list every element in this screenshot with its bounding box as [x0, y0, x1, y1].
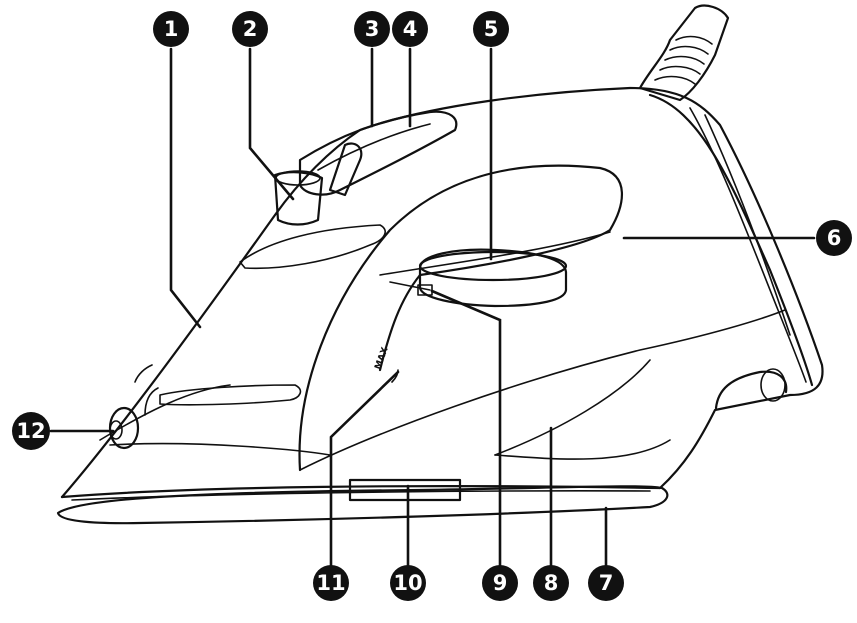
callout-badge-1: 1 [153, 11, 189, 47]
svg-text:8: 8 [544, 571, 559, 595]
callout-badge-3: 3 [354, 11, 390, 47]
svg-text:3: 3 [365, 17, 380, 41]
iron-body [62, 88, 823, 497]
svg-text:1: 1 [164, 17, 179, 41]
callout-badge-11: 11 [313, 565, 349, 601]
temperature-dial [390, 250, 566, 306]
svg-text:2: 2 [243, 17, 258, 41]
callout-badge-2: 2 [232, 11, 268, 47]
callout-badge-9: 9 [482, 565, 518, 601]
callout-badge-7: 7 [588, 565, 624, 601]
svg-text:12: 12 [16, 419, 45, 443]
svg-text:11: 11 [316, 571, 345, 595]
max-label: MAX [373, 346, 390, 371]
control-buttons [275, 112, 456, 225]
svg-text:6: 6 [827, 226, 842, 250]
callout-badge-8: 8 [533, 565, 569, 601]
svg-text:10: 10 [393, 571, 422, 595]
power-cord [640, 6, 728, 100]
svg-text:4: 4 [403, 17, 418, 41]
svg-text:9: 9 [493, 571, 508, 595]
callout-badge-10: 10 [390, 565, 426, 601]
callout-badge-12: 12 [12, 412, 50, 450]
svg-text:5: 5 [484, 17, 499, 41]
svg-text:7: 7 [599, 571, 614, 595]
callout-badge-6: 6 [816, 220, 852, 256]
callout-badge-4: 4 [392, 11, 428, 47]
callout-badge-5: 5 [473, 11, 509, 47]
spray-nozzle [110, 408, 138, 448]
